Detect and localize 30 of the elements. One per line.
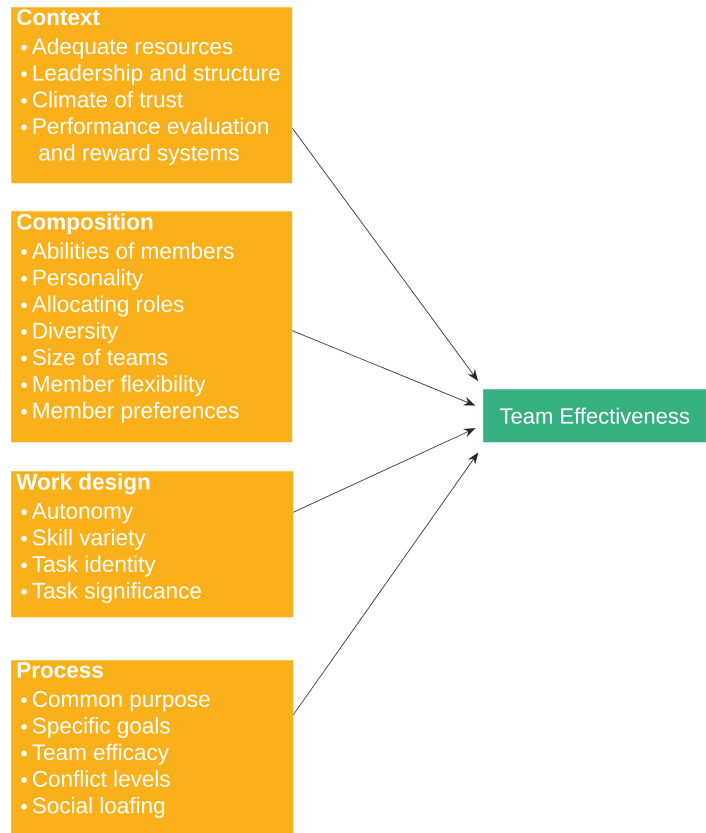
list-item: Performance evaluation and reward systems	[34, 118, 268, 166]
factor-box	[11, 7, 292, 184]
list-item: Autonomy	[32, 503, 134, 524]
list-item: Climate of trust	[32, 90, 183, 108]
factor-box	[11, 471, 294, 618]
list-item: Common purpose	[32, 691, 210, 712]
outcome-box	[483, 389, 706, 442]
box-heading: Process	[18, 662, 103, 678]
list-item: Leadership and structure	[34, 64, 280, 86]
box-heading: Work design	[16, 473, 150, 494]
list-item: Team efficacy	[32, 744, 169, 765]
box-label: Team Effectiveness	[500, 408, 690, 424]
list-item: Diversity	[34, 322, 118, 344]
list-item: Size of teams	[32, 348, 168, 366]
list-item: Task identity	[32, 556, 156, 576]
list-item: Allocating roles	[32, 296, 184, 316]
list-item: Task significance	[32, 582, 201, 604]
list-item: Social loafing	[32, 796, 164, 818]
list-item: Personality	[34, 268, 144, 290]
list-item: Specific goals	[32, 717, 170, 738]
list-item: Abilities of members	[32, 242, 234, 259]
box-heading: Context	[17, 9, 100, 26]
factor-box	[11, 211, 292, 442]
list-item: Skill variety	[32, 528, 146, 550]
list-item: Member preferences	[34, 402, 239, 423]
list-item: Adequate resources	[32, 38, 232, 59]
list-item: Conflict levels	[32, 770, 170, 787]
box-heading: Composition	[17, 213, 152, 234]
list-item: Member flexibility	[34, 375, 206, 396]
factor-box	[11, 660, 294, 833]
